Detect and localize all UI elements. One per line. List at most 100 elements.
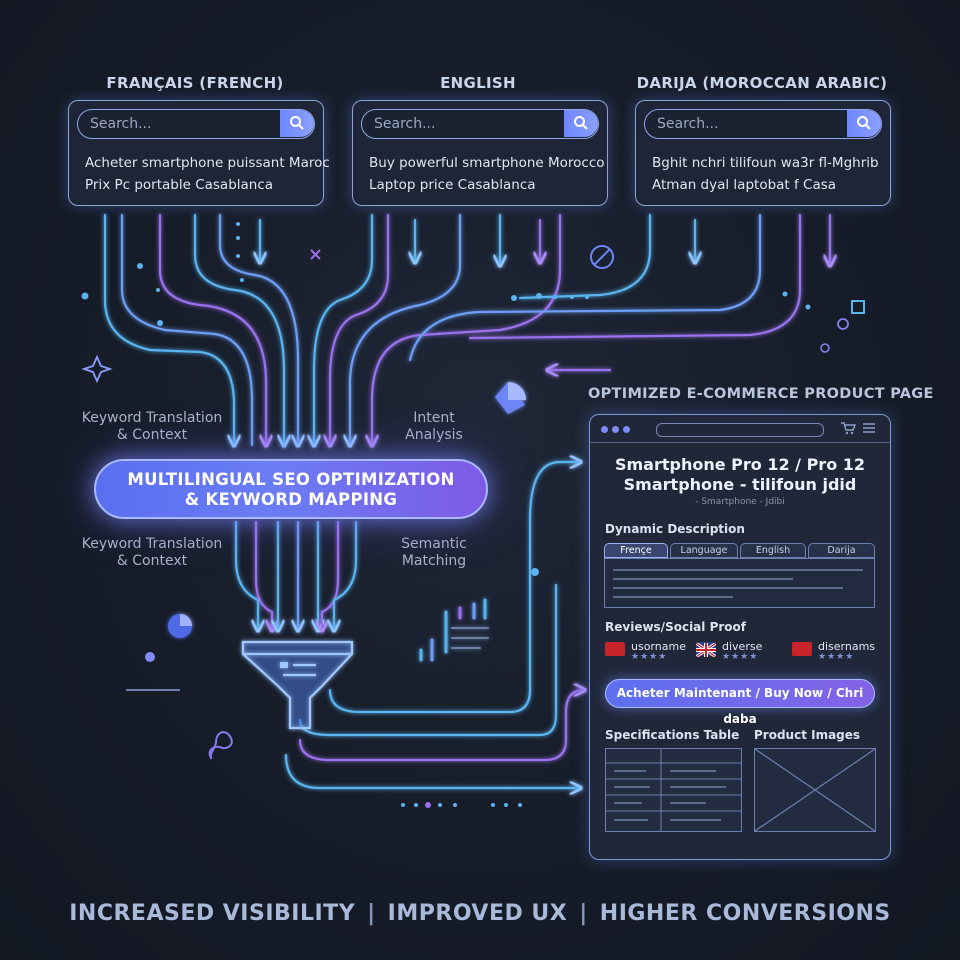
query-text: Bghit nchri tilifoun wa3r fl-Mghrib: [652, 155, 879, 171]
search-icon: [290, 116, 304, 130]
review-username: usorname: [631, 640, 686, 653]
window-dot: [601, 426, 608, 433]
search-card-english: Search... Buy powerful smartphone Morocc…: [352, 100, 608, 206]
specifications-table: [605, 748, 742, 832]
flow-line: [322, 520, 340, 630]
flow-line: [158, 213, 266, 445]
flow-line: [334, 520, 358, 630]
cross-icon: [310, 249, 321, 260]
search-input[interactable]: Search...: [644, 109, 882, 139]
flow-line: [193, 213, 284, 445]
product-title-line1: Smartphone Pro 12 / Pro 12: [614, 455, 866, 474]
flag-morocco-icon: [605, 642, 625, 656]
decorative-pie-icon: [168, 614, 192, 638]
search-card-darija: Search... Bghit nchri tilifoun wa3r fl-M…: [635, 100, 891, 206]
search-card-french: Search... Acheter smartphone puissant Ma…: [68, 100, 330, 206]
query-text: Acheter smartphone puissant Maroc: [85, 155, 330, 171]
search-icon: [857, 116, 871, 130]
specifications-label: Specifications Table: [605, 728, 740, 742]
lang-title-french: FRANÇAIS (FRENCH): [106, 74, 284, 92]
flow-line: [314, 213, 374, 445]
benefit-visibility: INCREASED VISIBILITY: [69, 901, 356, 926]
flow-line: [468, 213, 802, 340]
label-keyword-translation-bottom: Keyword Translation& Context: [81, 536, 223, 569]
flow-line: [330, 213, 390, 445]
label-keyword-translation-top: Keyword Translation& Context: [81, 410, 223, 443]
sparkle-icon: [81, 354, 113, 384]
infinity-icon: [208, 731, 233, 760]
search-placeholder: Search...: [657, 116, 719, 132]
flow-line: [103, 213, 234, 445]
flow-line: [372, 213, 562, 445]
flow-line: [518, 213, 652, 300]
square-icon: [851, 300, 865, 314]
search-placeholder: Search...: [374, 116, 436, 132]
search-placeholder: Search...: [90, 116, 152, 132]
url-bar[interactable]: [656, 423, 824, 437]
query-text: Buy powerful smartphone Morocco: [369, 155, 605, 171]
flag-uk-icon: [695, 641, 717, 659]
tab-content: [604, 558, 875, 608]
buy-now-button[interactable]: Acheter Maintenant / Buy Now / Chri daba: [605, 679, 875, 726]
benefit-ux: IMPROVED UX: [387, 901, 568, 926]
window-dot: [623, 426, 630, 433]
seo-optimization-bar: MULTILINGUAL SEO OPTIMIZATION & KEYWORD …: [94, 459, 488, 519]
reviews-label: Reviews/Social Proof: [605, 620, 746, 634]
flow-line: [234, 520, 258, 630]
seo-bar-line2: & KEYWORD MAPPING: [184, 490, 398, 509]
flow-line: [284, 753, 580, 788]
bar-chart-icon: [419, 598, 489, 662]
search-button[interactable]: [564, 110, 598, 137]
review-stars: ★★★★: [631, 652, 668, 662]
menu-icon[interactable]: [863, 423, 875, 433]
tab-english[interactable]: English: [740, 543, 806, 558]
flow-line: [120, 213, 254, 447]
lang-title-english: ENGLISH: [440, 74, 516, 92]
product-page-window: Smartphone Pro 12 / Pro 12 Smartphone - …: [589, 414, 891, 860]
review-stars: ★★★★: [722, 652, 759, 662]
no-entry-icon: [590, 245, 614, 269]
footer-benefits: INCREASED VISIBILITY|IMPROVED UX|HIGHER …: [69, 901, 891, 926]
product-image-placeholder: [754, 748, 876, 832]
tab-darija[interactable]: Darija: [808, 543, 875, 558]
benefit-conversions: HIGHER CONVERSIONS: [599, 901, 891, 926]
language-tabs: Frençe Language English Darija: [604, 543, 875, 609]
review-username: diverse: [722, 640, 763, 653]
cart-icon[interactable]: [840, 421, 856, 435]
product-images-label: Product Images: [754, 728, 861, 742]
tab-french[interactable]: Frençe: [604, 543, 668, 558]
product-subtitle: - Smartphone - Jdibi: [695, 497, 785, 507]
search-button[interactable]: [280, 110, 314, 137]
decorative-pie-icon-2: [495, 382, 526, 414]
flow-line: [408, 213, 762, 362]
flag-morocco-icon: [792, 642, 812, 656]
query-text: Atman dyal laptobat f Casa: [652, 177, 837, 193]
query-text: Prix Pc portable Casablanca: [85, 177, 274, 193]
search-icon: [574, 116, 588, 130]
flow-line: [350, 213, 462, 445]
product-title-line2: Smartphone - tilifoun jdid: [623, 475, 857, 494]
search-input[interactable]: Search...: [77, 109, 315, 139]
review-username: disernams: [818, 640, 876, 653]
circle-icon: [820, 343, 830, 353]
funnel-icon: [241, 640, 354, 730]
circle-icon: [837, 318, 849, 330]
dynamic-description-label: Dynamic Description: [605, 522, 745, 536]
dot-accents: [81, 222, 811, 808]
search-input[interactable]: Search...: [361, 109, 599, 139]
window-dot: [612, 426, 619, 433]
tab-language[interactable]: Language: [670, 543, 738, 558]
flow-line: [328, 462, 580, 714]
lang-title-darija: DARIJA (MOROCCAN ARABIC): [636, 74, 888, 92]
flow-line: [298, 690, 584, 762]
flow-line: [254, 520, 272, 630]
search-button[interactable]: [847, 110, 881, 137]
seo-bar-line1: MULTILINGUAL SEO OPTIMIZATION: [127, 470, 455, 489]
review-stars: ★★★★: [818, 652, 855, 662]
product-page-title: OPTIMIZED E-COMMERCE PRODUCT PAGE: [588, 386, 934, 402]
flow-line: [218, 213, 298, 445]
query-text: Laptop price Casablanca: [369, 177, 536, 193]
